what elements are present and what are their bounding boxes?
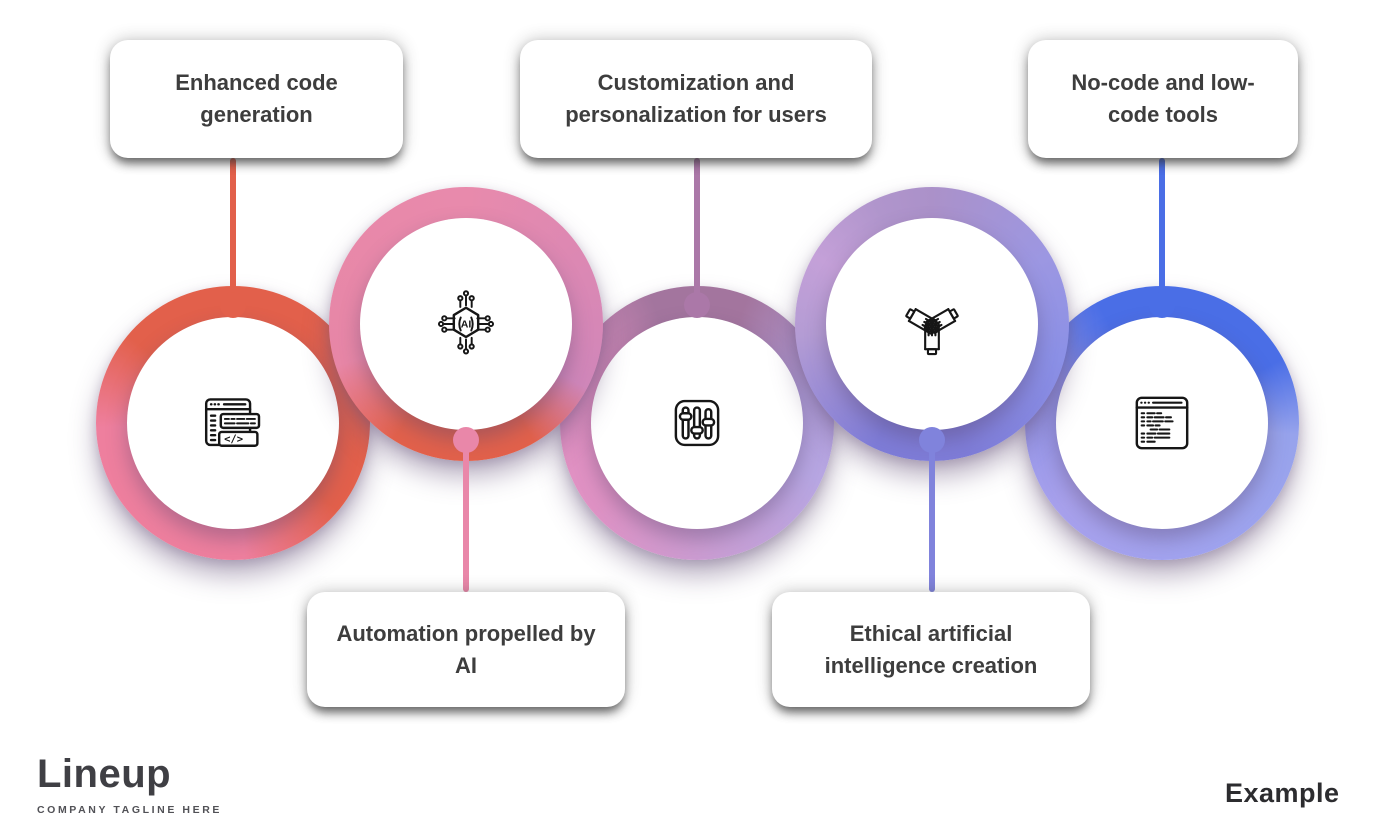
connector-dot-1 — [220, 292, 246, 318]
sliders-icon — [658, 384, 736, 462]
svg-text:</>: </> — [224, 434, 243, 446]
connector-line-2 — [463, 440, 469, 592]
card-enhanced-code-generation: Enhanced code generation — [110, 40, 403, 158]
circle-1-ring: </> — [96, 286, 370, 560]
card-customization-personalization: Customization and personalization for us… — [520, 40, 872, 158]
connector-dot-2 — [453, 427, 479, 453]
circle-2-body: AI — [360, 218, 572, 430]
code-editor-icon — [1123, 384, 1201, 462]
connector-dot-3 — [684, 292, 710, 318]
circle-2-ring: AI — [329, 187, 603, 461]
brand-block: Lineup COMPANY TAGLINE HERE — [37, 752, 222, 816]
card-label: Customization and personalization for us… — [565, 70, 827, 127]
circle-4-ring — [795, 187, 1069, 461]
connector-line-4 — [929, 440, 935, 592]
card-label: Enhanced code generation — [175, 70, 338, 127]
card-automation-propelled-by-ai: Automation propelled by AI — [307, 592, 625, 707]
watermark-text: Example — [1225, 778, 1340, 808]
hands-collaboration-icon — [893, 285, 971, 363]
connector-dot-4 — [919, 427, 945, 453]
circle-5-ring — [1025, 286, 1299, 560]
ai-chip-icon: AI — [427, 285, 505, 363]
svg-text:AI: AI — [461, 319, 472, 331]
card-ethical-ai-creation: Ethical artificial intelligence creation — [772, 592, 1090, 707]
circle-3-ring — [560, 286, 834, 560]
circle-5-body — [1056, 317, 1268, 529]
circle-1-body: </> — [127, 317, 339, 529]
code-window-icon: </> — [194, 384, 272, 462]
card-label: No-code and low-code tools — [1071, 70, 1255, 127]
circle-3-body — [591, 317, 803, 529]
brand-tagline: COMPANY TAGLINE HERE — [37, 804, 223, 816]
card-label: Ethical artificial intelligence creation — [824, 620, 1038, 678]
connector-line-1 — [230, 158, 236, 308]
connector-line-5 — [1159, 158, 1165, 308]
card-label: Automation propelled by AI — [336, 620, 596, 678]
connector-dot-5 — [1149, 292, 1175, 318]
brand-logo: Lineup — [37, 752, 172, 796]
circle-4-body — [826, 218, 1038, 430]
card-no-code-low-code: No-code and low-code tools — [1028, 40, 1298, 158]
connector-line-3 — [694, 158, 700, 308]
